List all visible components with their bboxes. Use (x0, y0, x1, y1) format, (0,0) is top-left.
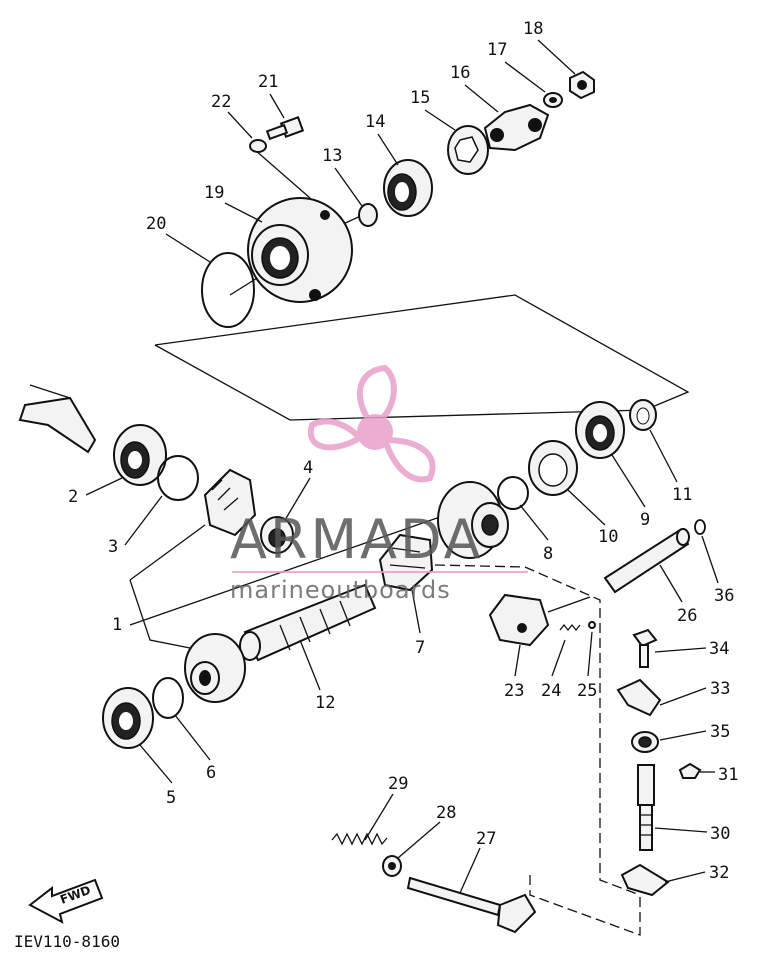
callout-4: 4 (303, 458, 313, 478)
part-1-gear-upper (203, 468, 257, 537)
part-5-bearing (102, 687, 154, 749)
callout-28: 28 (436, 803, 456, 823)
part-18-nut (569, 70, 595, 100)
part-6-ring (152, 677, 184, 719)
callout-13: 13 (322, 146, 342, 166)
part-10-race (528, 440, 578, 496)
part-34-bolt (632, 628, 658, 668)
callout-8: 8 (543, 544, 553, 564)
part-30-shift-rod (637, 764, 655, 851)
callout-6: 6 (206, 763, 216, 783)
leader-22-19 (254, 149, 311, 199)
callout-17: 17 (487, 40, 507, 60)
callout-9: 9 (640, 510, 650, 530)
callout-30: 30 (710, 824, 730, 844)
callout-34: 34 (709, 639, 729, 659)
callout-23: 23 (504, 681, 524, 701)
watermark-tagline: marineoutboards (230, 576, 451, 604)
part-20-oring (201, 252, 255, 328)
part-15-seal (447, 125, 489, 175)
part-28-washer (382, 855, 402, 877)
part-12-drive-shaft (239, 583, 377, 662)
callout-11: 11 (672, 485, 692, 505)
part-32-lever (620, 863, 670, 897)
part-35-nut (631, 731, 659, 753)
leader-lines (129, 149, 690, 936)
part-7-clutch (378, 533, 434, 592)
callout-18: 18 (523, 19, 543, 39)
callout-22: 22 (211, 92, 231, 112)
frame-1c (129, 509, 461, 626)
drawing-code: IEV110-8160 (14, 932, 120, 951)
callout-3: 3 (108, 537, 118, 557)
part-33-bracket (616, 678, 662, 717)
part-11-clip (629, 399, 657, 431)
callout-labels: 1 2 3 4 5 6 7 8 9 10 11 12 13 14 15 16 1… (68, 19, 738, 883)
callout-26: 26 (677, 606, 697, 626)
part-29-spring (331, 832, 388, 846)
callout-15: 15 (410, 88, 430, 108)
part-24-spring (559, 623, 581, 632)
part-gear-forward (437, 481, 509, 559)
leader-26-shift (547, 596, 591, 613)
propeller-logo-icon (307, 364, 436, 483)
callout-7: 7 (415, 638, 425, 658)
part-22-washer (249, 139, 267, 153)
part-21-bolt (265, 116, 305, 141)
callout-25: 25 (577, 681, 597, 701)
callout-31: 31 (718, 765, 738, 785)
callout-33: 33 (710, 679, 730, 699)
part-13-ring (358, 203, 378, 227)
callout-29: 29 (388, 774, 408, 794)
watermark-brand: ARMADA (230, 508, 484, 571)
callout-leaders (85, 39, 719, 894)
callout-32: 32 (709, 863, 729, 883)
dashed-link-shift (434, 564, 641, 896)
group-frame-top (154, 294, 690, 411)
watermark: ARMADA marineoutboards (230, 364, 528, 604)
callout-5: 5 (166, 788, 176, 808)
part-36-ring (694, 519, 706, 535)
part-4-bushing (260, 516, 294, 554)
part-14-bearing (383, 159, 433, 217)
callout-12: 12 (315, 693, 335, 713)
part-9-bearing (575, 401, 625, 459)
part-26-shift-rod (603, 528, 690, 594)
frame-1b (129, 579, 201, 651)
callout-20: 20 (146, 214, 166, 234)
callout-21: 21 (258, 72, 278, 92)
part-2-bearing (113, 424, 167, 486)
part-16-yoke (483, 103, 550, 152)
part-8-shim (497, 476, 529, 510)
callout-2: 2 (68, 487, 78, 507)
group-frame-bottom (154, 344, 646, 421)
callout-24: 24 (541, 681, 561, 701)
dashed-link-27 (529, 875, 641, 936)
part-31-clip (678, 762, 702, 779)
part-19-housing (247, 197, 353, 303)
callout-1: 1 (112, 615, 122, 635)
part-25-ball (588, 621, 596, 629)
callout-16: 16 (450, 63, 470, 83)
frame-1a (129, 524, 206, 581)
part-1-gear-lower (184, 633, 246, 703)
callout-36: 36 (714, 586, 734, 606)
callout-19: 19 (204, 183, 224, 203)
part-23-shift-cam (488, 593, 550, 647)
part-propeller-shaft (18, 384, 97, 454)
part-17-washer (543, 92, 563, 108)
callout-14: 14 (365, 112, 385, 132)
fwd-arrow-icon: FWD (28, 878, 104, 924)
callout-35: 35 (710, 722, 730, 742)
callout-27: 27 (476, 829, 496, 849)
callout-10: 10 (598, 527, 618, 547)
part-27-shift-lever (406, 876, 537, 934)
part-3-ring (157, 455, 199, 501)
